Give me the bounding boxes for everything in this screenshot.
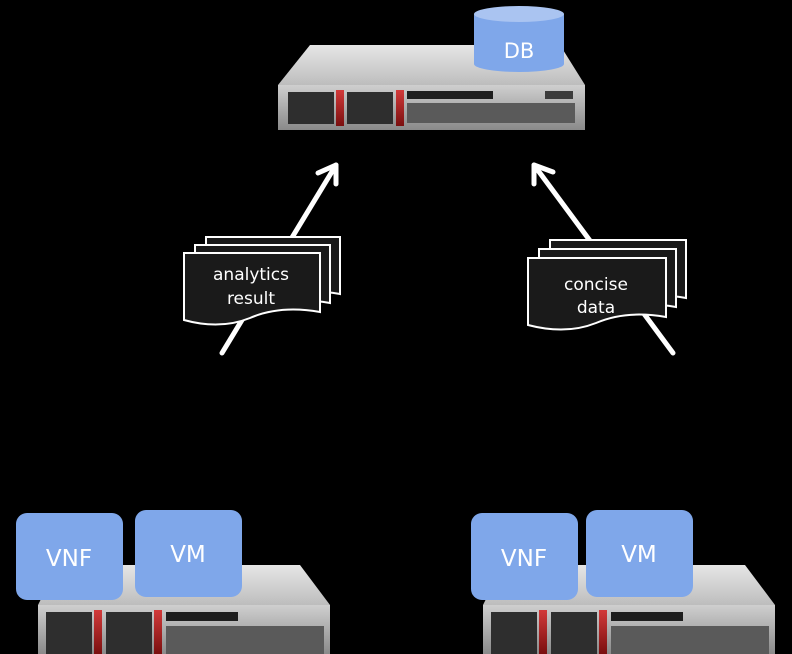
document-label: analytics: [213, 265, 289, 285]
document-sheet: [527, 257, 667, 331]
server-bay: [491, 612, 537, 654]
server-accent: [396, 90, 404, 126]
vnf-box-right: VNF: [471, 513, 578, 600]
server-accent: [154, 610, 162, 654]
server-bay: [106, 612, 152, 654]
server-vent: [166, 626, 324, 654]
arrow-head: [315, 162, 339, 187]
db-top: [474, 6, 564, 22]
vnf-label: VNF: [46, 546, 92, 572]
vm-label: VM: [621, 542, 657, 568]
server-vent: [407, 103, 575, 123]
vm-box: [135, 510, 242, 597]
vm-box-left: VM: [135, 510, 242, 597]
vnf-label: VNF: [501, 546, 547, 572]
db-label: DB: [504, 39, 535, 63]
document-label: concise: [564, 275, 628, 295]
database-cylinder: DB: [474, 6, 564, 72]
document-label: data: [577, 298, 615, 318]
document-sheet: [183, 252, 321, 326]
vnf-box: [471, 513, 578, 600]
server-port: [545, 91, 573, 99]
server-accent: [94, 610, 102, 654]
vnf-box: [16, 513, 123, 600]
arrow-head: [531, 162, 556, 187]
db-body: [474, 14, 564, 72]
vm-label: VM: [170, 542, 206, 568]
server-slot: [166, 612, 238, 621]
server-accent: [599, 610, 607, 654]
document-stack-concise: concise data: [527, 239, 687, 331]
server-accent: [539, 610, 547, 654]
server-slot: [407, 91, 493, 99]
document-label: result: [227, 289, 275, 309]
vm-box-right: VM: [586, 510, 693, 597]
server-bay: [288, 92, 334, 124]
server-vent: [611, 626, 769, 654]
server-bay: [347, 92, 393, 124]
server-bay: [551, 612, 597, 654]
server-slot: [611, 612, 683, 621]
vnf-box-left: VNF: [16, 513, 123, 600]
document-stack-analytics: analytics result: [183, 236, 341, 326]
server-bay: [46, 612, 92, 654]
server-accent: [336, 90, 344, 126]
vm-box: [586, 510, 693, 597]
